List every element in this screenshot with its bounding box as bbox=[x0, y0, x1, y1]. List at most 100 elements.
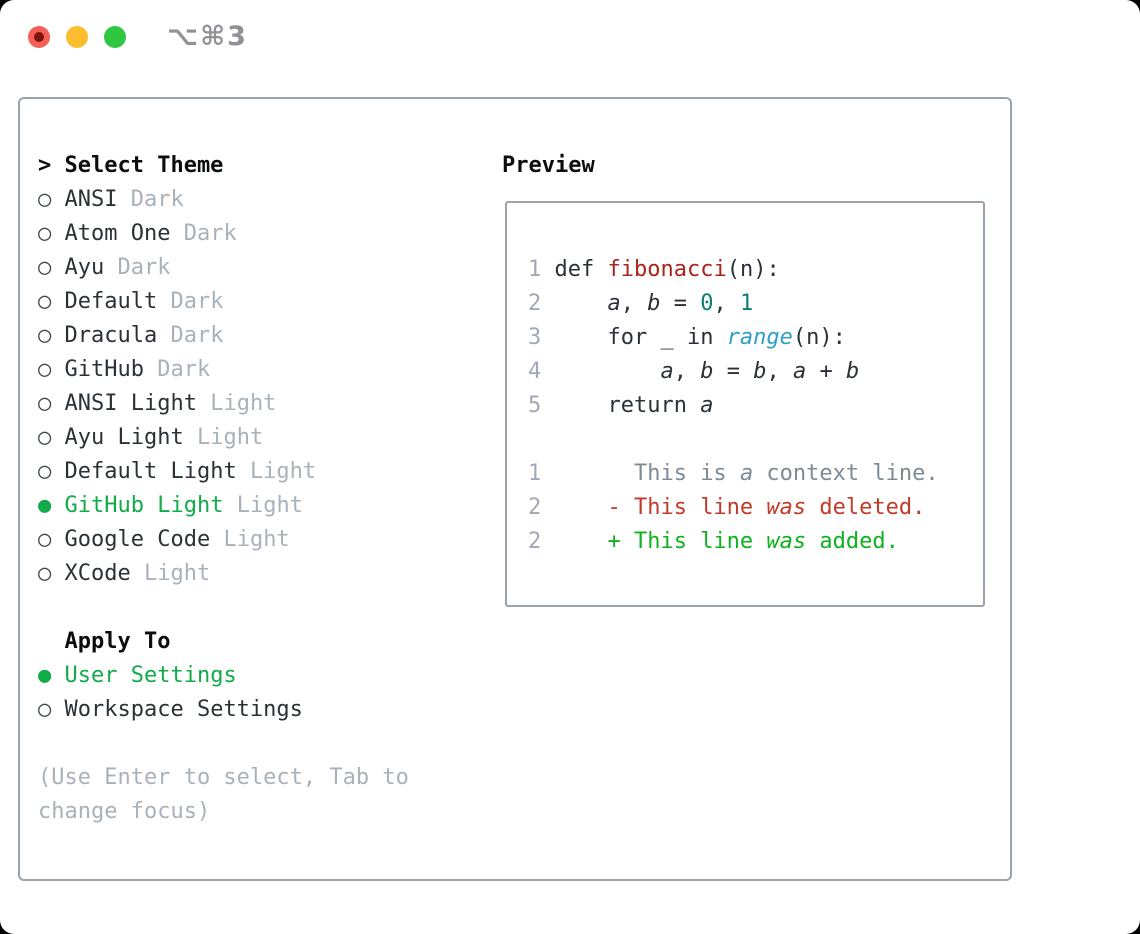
theme-name: ANSI Light bbox=[64, 391, 197, 416]
code-line: 4 a, b = b, a + b bbox=[528, 355, 939, 389]
theme-option-dracula[interactable]: ○ Dracula Dark bbox=[38, 319, 409, 353]
theme-option-ayu-light[interactable]: ○ Ayu Light Light bbox=[38, 421, 409, 455]
code-line: 3 for _ in range(n): bbox=[528, 321, 939, 355]
theme-option-ansi-light[interactable]: ○ ANSI Light Light bbox=[38, 387, 409, 421]
code-line: 2 - This line was deleted. bbox=[528, 491, 939, 525]
theme-option-default-light[interactable]: ○ Default Light Light bbox=[38, 455, 409, 489]
code-segment: a bbox=[607, 291, 621, 316]
theme-option-github[interactable]: ○ GitHub Dark bbox=[38, 353, 409, 387]
spacer bbox=[51, 663, 64, 688]
theme-list-column: > Select Theme ○ ANSI Dark○ Atom One Dark… bbox=[38, 149, 409, 829]
radio-icon: ○ bbox=[38, 459, 52, 484]
maximize-button[interactable] bbox=[104, 26, 126, 48]
spacer bbox=[51, 527, 64, 552]
close-button-dot-icon bbox=[34, 32, 44, 42]
radio-icon: ○ bbox=[38, 697, 52, 722]
theme-name: Google Code bbox=[64, 527, 211, 552]
spacer bbox=[51, 289, 64, 314]
theme-variant-tag: Light bbox=[210, 391, 277, 416]
spacer bbox=[104, 255, 117, 280]
apply-option-label: Workspace Settings bbox=[64, 697, 303, 722]
code-segment: a bbox=[660, 359, 674, 384]
theme-option-atom-one[interactable]: ○ Atom One Dark bbox=[38, 217, 409, 251]
minimize-button[interactable] bbox=[66, 26, 88, 48]
code-segment: (n): bbox=[726, 257, 780, 282]
spacer bbox=[170, 221, 183, 246]
code-segment: , bbox=[620, 291, 648, 316]
code-segment: context line. bbox=[753, 461, 939, 486]
preview-header: Preview bbox=[502, 153, 595, 178]
code-line: 1 def fibonacci(n): bbox=[528, 253, 939, 287]
line-number: 1 bbox=[528, 461, 542, 486]
radio-icon: ○ bbox=[38, 289, 52, 314]
spacer bbox=[51, 493, 64, 518]
apply-to-header: Apply To bbox=[38, 625, 409, 659]
spacer bbox=[144, 357, 157, 382]
theme-option-ansi[interactable]: ○ ANSI Dark bbox=[38, 183, 409, 217]
code-segment: 0 bbox=[700, 291, 714, 316]
code-segment: was bbox=[766, 529, 807, 554]
theme-list-header-label: > Select Theme bbox=[38, 153, 224, 178]
radio-icon: ○ bbox=[38, 323, 52, 348]
theme-option-xcode[interactable]: ○ XCode Light bbox=[38, 557, 409, 591]
code-segment: a bbox=[739, 461, 754, 486]
radio-icon: ○ bbox=[38, 221, 52, 246]
theme-variant-tag: Light bbox=[196, 425, 264, 450]
selected-radio-icon: ● bbox=[38, 663, 52, 688]
code-segment: return bbox=[541, 393, 701, 418]
code-segment: 1 bbox=[739, 291, 754, 316]
code-segment: b bbox=[647, 291, 661, 316]
apply-option-workspace-settings[interactable]: ○ Workspace Settings bbox=[38, 693, 409, 727]
code-line bbox=[528, 423, 939, 457]
theme-variant-tag: Dark bbox=[117, 255, 171, 280]
line-number: 2 bbox=[528, 291, 542, 316]
theme-option-github-light[interactable]: ● GitHub Light Light bbox=[38, 489, 409, 523]
blank-row bbox=[38, 727, 409, 761]
theme-name: GitHub Light bbox=[64, 493, 224, 518]
theme-variant-tag: Dark bbox=[170, 323, 224, 348]
radio-icon: ○ bbox=[38, 561, 52, 586]
spacer bbox=[51, 357, 64, 382]
preview-box: 1 def fibonacci(n): 2 a, b = 0, 1 3 for _ … bbox=[505, 201, 985, 607]
theme-option-default[interactable]: ○ Default Dark bbox=[38, 285, 409, 319]
apply-to-header-label: Apply To bbox=[38, 629, 171, 654]
line-number: 5 bbox=[528, 393, 542, 418]
code-segment: b bbox=[845, 359, 860, 384]
code-preview: 1 def fibonacci(n): 2 a, b = 0, 1 3 for _ … bbox=[528, 253, 939, 559]
code-segment: = bbox=[660, 291, 701, 316]
line-number: 3 bbox=[528, 325, 542, 350]
code-line: 5 return a bbox=[528, 389, 939, 423]
window-titlebar[interactable]: ⌥⌘3 bbox=[0, 0, 1140, 74]
spacer bbox=[51, 221, 64, 246]
theme-list-header: > Select Theme bbox=[38, 149, 409, 183]
keyboard-hint-text: change focus) bbox=[38, 799, 211, 824]
apply-option-user-settings[interactable]: ● User Settings bbox=[38, 659, 409, 693]
code-segment: b bbox=[700, 359, 714, 384]
theme-name: Ayu bbox=[64, 255, 105, 280]
radio-icon: ○ bbox=[38, 425, 52, 450]
spacer bbox=[51, 459, 64, 484]
spacer bbox=[237, 459, 250, 484]
code-segment: a bbox=[700, 393, 714, 418]
code-segment bbox=[541, 291, 607, 316]
theme-name: GitHub bbox=[64, 357, 144, 382]
radio-icon: ○ bbox=[38, 527, 52, 552]
code-segment: def bbox=[541, 257, 608, 282]
radio-icon: ○ bbox=[38, 391, 52, 416]
line-number: 4 bbox=[528, 359, 542, 384]
theme-variant-tag: Light bbox=[249, 459, 317, 484]
theme-variant-tag: Light bbox=[143, 561, 211, 586]
code-segment: range bbox=[726, 325, 793, 350]
theme-option-google-code[interactable]: ○ Google Code Light bbox=[38, 523, 409, 557]
close-button[interactable] bbox=[28, 26, 50, 48]
code-segment: + bbox=[806, 359, 846, 384]
spacer bbox=[117, 187, 130, 212]
code-segment: = bbox=[713, 359, 754, 384]
spacer bbox=[184, 425, 197, 450]
code-segment: added. bbox=[806, 529, 899, 554]
theme-option-ayu[interactable]: ○ Ayu Dark bbox=[38, 251, 409, 285]
blank-row bbox=[38, 591, 409, 625]
code-segment: , bbox=[766, 359, 793, 384]
code-segment: (n): bbox=[792, 325, 846, 350]
